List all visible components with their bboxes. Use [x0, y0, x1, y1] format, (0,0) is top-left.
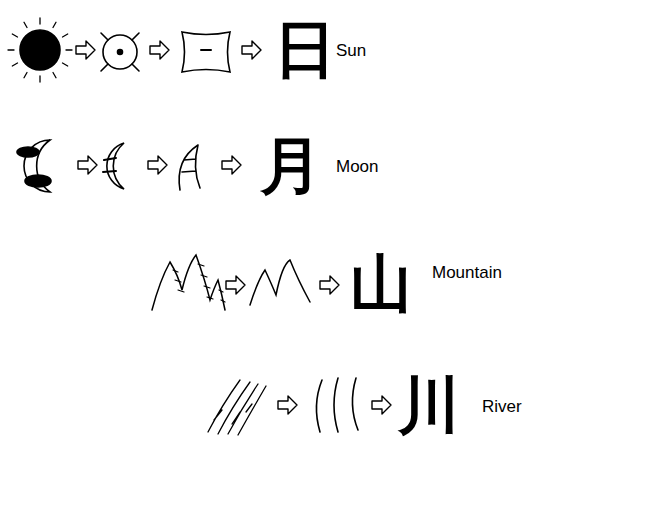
hollow-arrow — [148, 156, 167, 174]
sun-dot — [118, 50, 123, 55]
chinese-character: 月 — [260, 135, 322, 197]
moon-inner-strokes — [103, 158, 116, 172]
hollow-arrow — [320, 276, 339, 294]
sun-picture — [20, 30, 60, 70]
hollow-arrow — [242, 41, 261, 59]
chinese-character: 日 — [274, 19, 336, 81]
moon-cloud — [17, 147, 39, 157]
moon-crescent-glyph — [107, 143, 124, 189]
sun-pictograms — [8, 18, 230, 82]
river-line-glyph — [316, 378, 358, 432]
chinese-character: 川 — [398, 375, 460, 437]
sun-inner-stroke — [201, 49, 211, 51]
mountain-pictograms — [152, 255, 310, 310]
sun-corner-lines — [101, 33, 139, 71]
mountain-hatching — [173, 264, 225, 302]
moon-narrow-glyph — [179, 145, 200, 190]
sun-rays — [8, 18, 72, 82]
hollow-arrow — [76, 41, 95, 59]
moon-cloud — [25, 175, 51, 187]
meaning-label: Mountain — [432, 264, 502, 281]
hollow-arrow — [222, 156, 241, 174]
chinese-character: 山 — [350, 253, 412, 315]
hollow-arrow — [278, 396, 297, 414]
meaning-label: Moon — [336, 158, 379, 175]
river-pictograms — [208, 378, 358, 435]
meaning-label: River — [482, 398, 522, 415]
hollow-arrow — [78, 156, 97, 174]
moon-pictograms — [17, 140, 200, 192]
sun-square-glyph — [182, 32, 230, 72]
hollow-arrow — [372, 396, 391, 414]
mountain-line-glyph — [250, 260, 310, 305]
river-picture — [208, 380, 266, 435]
evolution-arrows — [76, 41, 391, 414]
mountain-picture — [152, 255, 225, 310]
hollow-arrow — [226, 276, 245, 294]
meaning-label: Sun — [336, 42, 366, 59]
hollow-arrow — [150, 41, 169, 59]
